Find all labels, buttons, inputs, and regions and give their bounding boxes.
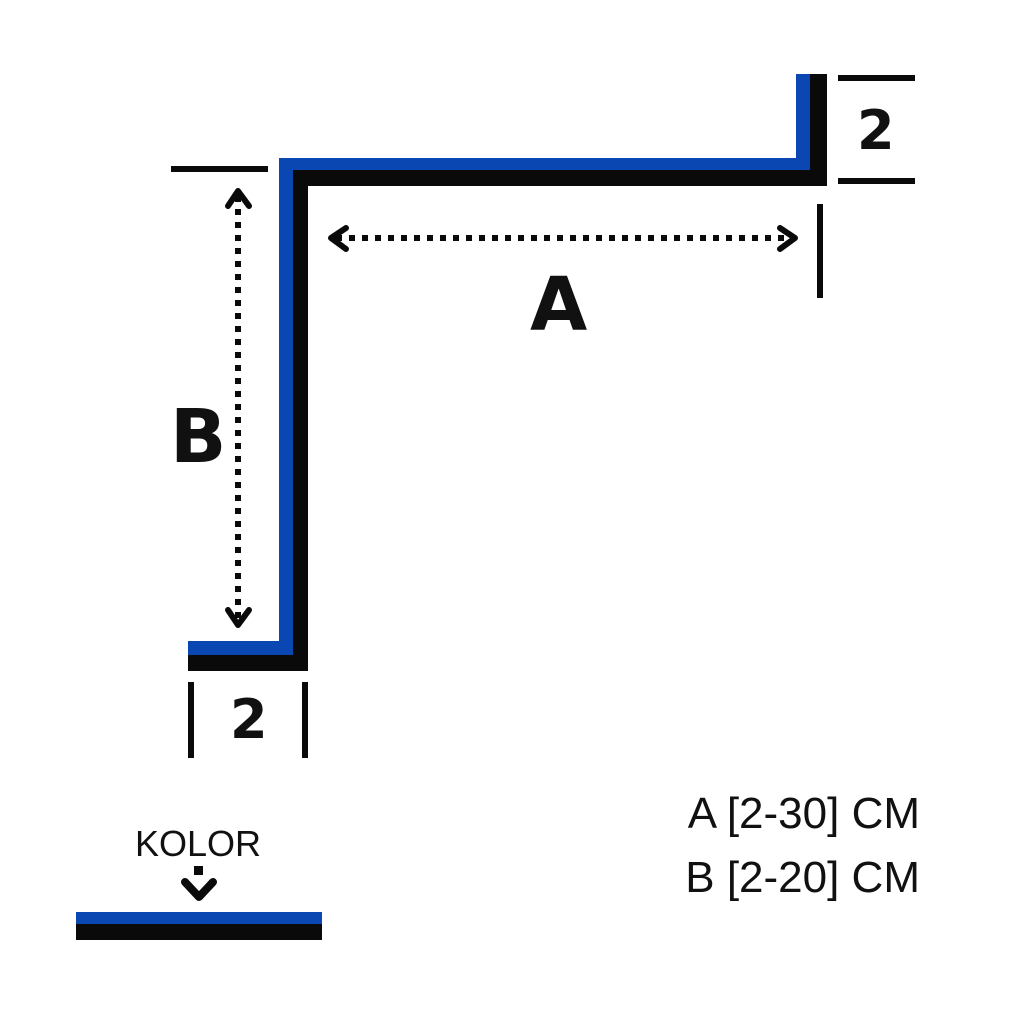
top-flange-label: 2 — [857, 99, 895, 162]
dimension-b-label: B — [170, 394, 227, 480]
bottom-flange-label: 2 — [230, 688, 268, 751]
kolor-pointer-icon — [181, 866, 217, 901]
range-b-text: B [2-20] CM — [685, 853, 920, 902]
profile-blue-layer — [188, 74, 810, 655]
kolor-strip-blue — [76, 912, 322, 924]
dimension-a-arrow — [328, 225, 798, 252]
dimension-b-arrow — [225, 188, 252, 628]
kolor-strip-black — [76, 924, 322, 940]
range-a-text: A [2-30] CM — [687, 789, 920, 838]
kolor-label: KOLOR — [135, 823, 262, 864]
dimension-a-label: A — [530, 262, 588, 348]
